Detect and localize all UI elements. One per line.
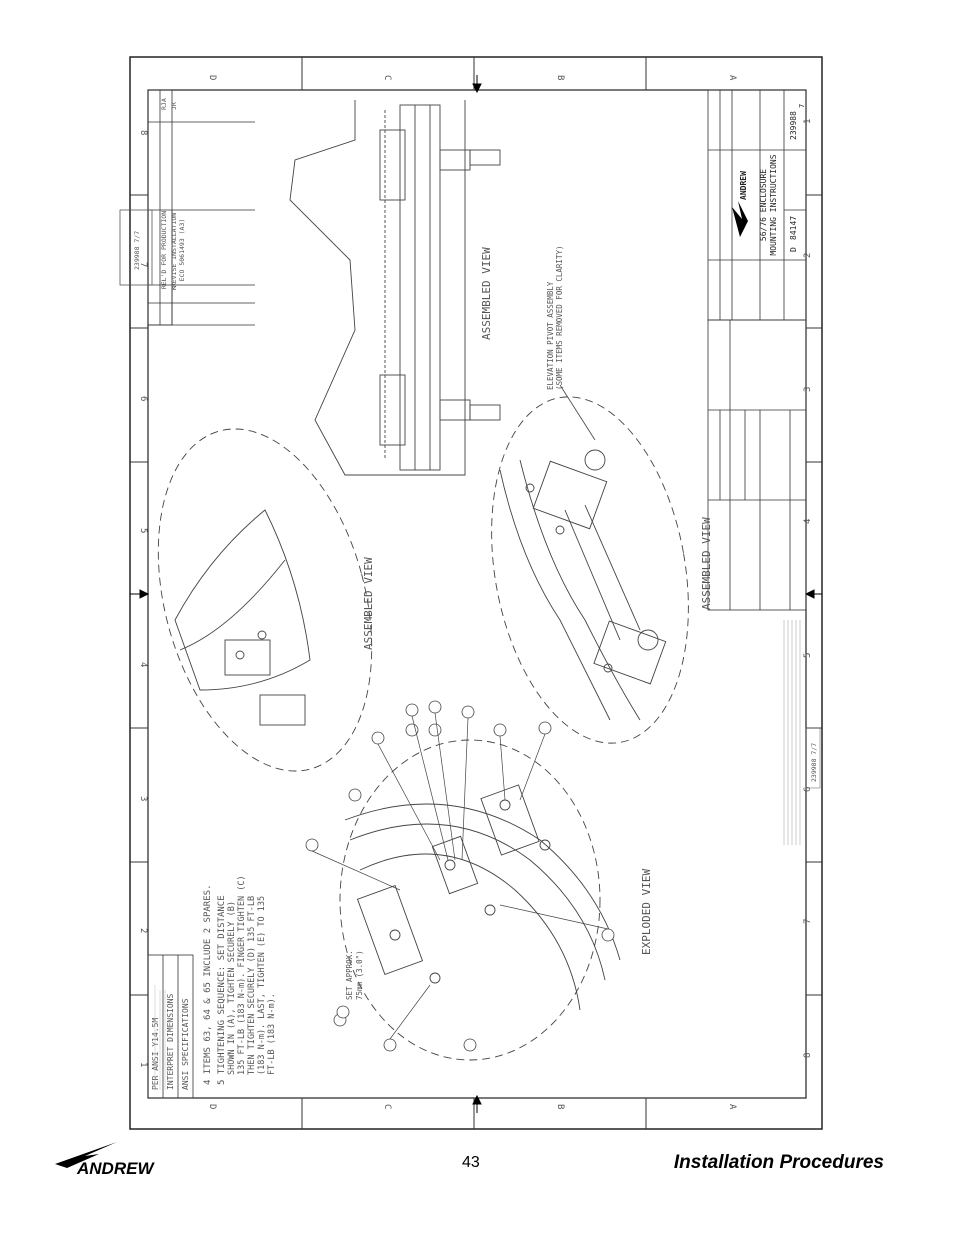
spec-block [147, 954, 194, 1099]
spec-block-text: PER ANSI Y14.5M INTERPRET DIMENSIONS ANS… [151, 993, 190, 1090]
note-line: 135 FT-LB (183 N-m). FINGER TIGHTEN (C) [237, 875, 247, 1075]
row-label: C [382, 75, 392, 80]
assembled-view-label-top: ASSEMBLED VIEW [480, 247, 493, 340]
spec-line: PER ANSI Y14.5M [151, 1018, 160, 1090]
zone-label: 2 [803, 253, 813, 258]
page-number: 43 [462, 1154, 480, 1171]
zone-label: 6 [803, 787, 813, 792]
note-line: (183 N-m). LAST, TIGHTEN (E) TO 135 [257, 896, 267, 1075]
exploded-view [339, 739, 621, 1061]
drawing-title-line1: 56/76 ENCLOSURE [759, 169, 768, 241]
zone-label: 7 [138, 262, 148, 267]
sheet-number: 7 [798, 104, 806, 108]
title-block-text: ANDREW 56/76 ENCLOSURE MOUNTING INSTRUCT… [739, 104, 806, 256]
title-block-logo [732, 201, 748, 237]
outer-border [129, 56, 823, 1130]
svg-text:75mm (3.0"): 75mm (3.0") [355, 950, 364, 1000]
dwg-number: 239988 [789, 111, 798, 140]
notes-small [154, 985, 166, 1090]
section-title: Installation Procedures [673, 1152, 884, 1173]
zone-labels-right: 1 2 3 4 5 6 7 8 [803, 119, 813, 1058]
side-number-top: 239988 7/7 [133, 231, 141, 270]
zone-label: 3 [138, 796, 148, 801]
zone-label: 2 [138, 928, 148, 933]
revision-by-2: RJA [160, 98, 168, 110]
andrew-logo: ANDREW [55, 1142, 155, 1178]
code-label: 84147 [789, 216, 798, 240]
note-line: FT-LB (183 N-m). [267, 993, 277, 1075]
row-labels-top: D C B A [207, 75, 737, 81]
exploded-leaders [311, 712, 609, 1040]
elevation-leader [559, 384, 596, 441]
note-line: THEN TIGHTEN SECURELY (D) 135 FT-LB [247, 896, 257, 1075]
centering-arrows [130, 75, 822, 1113]
zone-label: 8 [138, 130, 148, 135]
zone-labels-left: 8 7 6 5 4 3 2 1 [138, 130, 148, 1067]
revision-block [119, 89, 255, 326]
svg-text:(SOME ITEMS REMOVED FOR CLARIT: (SOME ITEMS REMOVED FOR CLARITY) [555, 246, 564, 391]
zone-label: 8 [803, 1053, 813, 1058]
revision-text: REVISE INSTALLATION ECO 5061493 (A3) REL… [133, 98, 186, 290]
svg-text:ELEVATION PIVOT ASSEMBLY: ELEVATION PIVOT ASSEMBLY [546, 281, 555, 390]
drawing-title-line2: MOUNTING INSTRUCTIONS [769, 154, 778, 255]
zone-label: 7 [803, 919, 813, 924]
row-label: D [207, 75, 217, 80]
row-label: A [727, 75, 737, 81]
exploded-view-label: EXPLODED VIEW [640, 869, 653, 955]
zone-label: 1 [803, 119, 813, 124]
revision-prod: REL'D FOR PRODUCTION [160, 211, 168, 289]
assembled-view-label-left: ASSEMBLED VIEW [362, 557, 375, 650]
zone-label: 5 [803, 653, 813, 658]
assembled-right-view [491, 396, 689, 744]
notes: 4 ITEMS 63, 64 & 65 INCLUDE 2 SPARES. 5 … [203, 875, 277, 1085]
andrew-logo-text: ANDREW [76, 1159, 155, 1178]
zone-label: 3 [803, 387, 813, 392]
dimension-label: SET APPROX. 75mm (3.0") [336, 950, 364, 1019]
svg-text:SET APPROX.: SET APPROX. [345, 950, 354, 1000]
spec-line: ANSI SPECIFICATIONS [181, 998, 190, 1090]
zone-label: 4 [138, 662, 148, 667]
zone-label: 6 [138, 396, 148, 401]
revision-by: JR [170, 102, 178, 110]
side-number-right: 239988 7/7 [810, 743, 818, 782]
assembled-top-view [289, 100, 501, 476]
revision-desc: REVISE INSTALLATION [170, 213, 178, 287]
row-label: A [727, 1104, 737, 1110]
zone-label: 5 [138, 528, 148, 533]
title-block [707, 89, 807, 611]
revision-rev: K [170, 286, 178, 290]
zone-label: 1 [138, 1062, 148, 1067]
revision-ecn: ECO 5061493 (A3) [178, 219, 186, 282]
assembled-view-label-right: ASSEMBLED VIEW [700, 517, 713, 610]
row-label: C [382, 1104, 392, 1109]
row-label: D [207, 1104, 217, 1109]
zone-label: 4 [803, 519, 813, 524]
note-line: 5 TIGHTENING SEQUENCE: SET DISTANCE [217, 895, 227, 1085]
spec-line: INTERPRET DIMENSIONS [166, 993, 175, 1090]
size-label: D [789, 247, 798, 252]
andrew-logo-swoosh [55, 1142, 117, 1168]
elevation-callout: ELEVATION PIVOT ASSEMBLY (SOME ITEMS REM… [546, 246, 564, 391]
legal-text-lines [783, 620, 821, 845]
row-label: B [555, 75, 565, 80]
note-line: SHOWN IN (A), TIGHTEN SECURELY (B) [227, 901, 237, 1075]
row-label: B [555, 1104, 565, 1109]
assembled-left-view [157, 428, 373, 772]
company-logo-text: ANDREW [739, 171, 748, 200]
exploded-callouts [305, 700, 615, 1052]
row-labels-bottom: D C B A [207, 1104, 737, 1110]
note-line: 4 ITEMS 63, 64 & 65 INCLUDE 2 SPARES. [203, 885, 213, 1085]
